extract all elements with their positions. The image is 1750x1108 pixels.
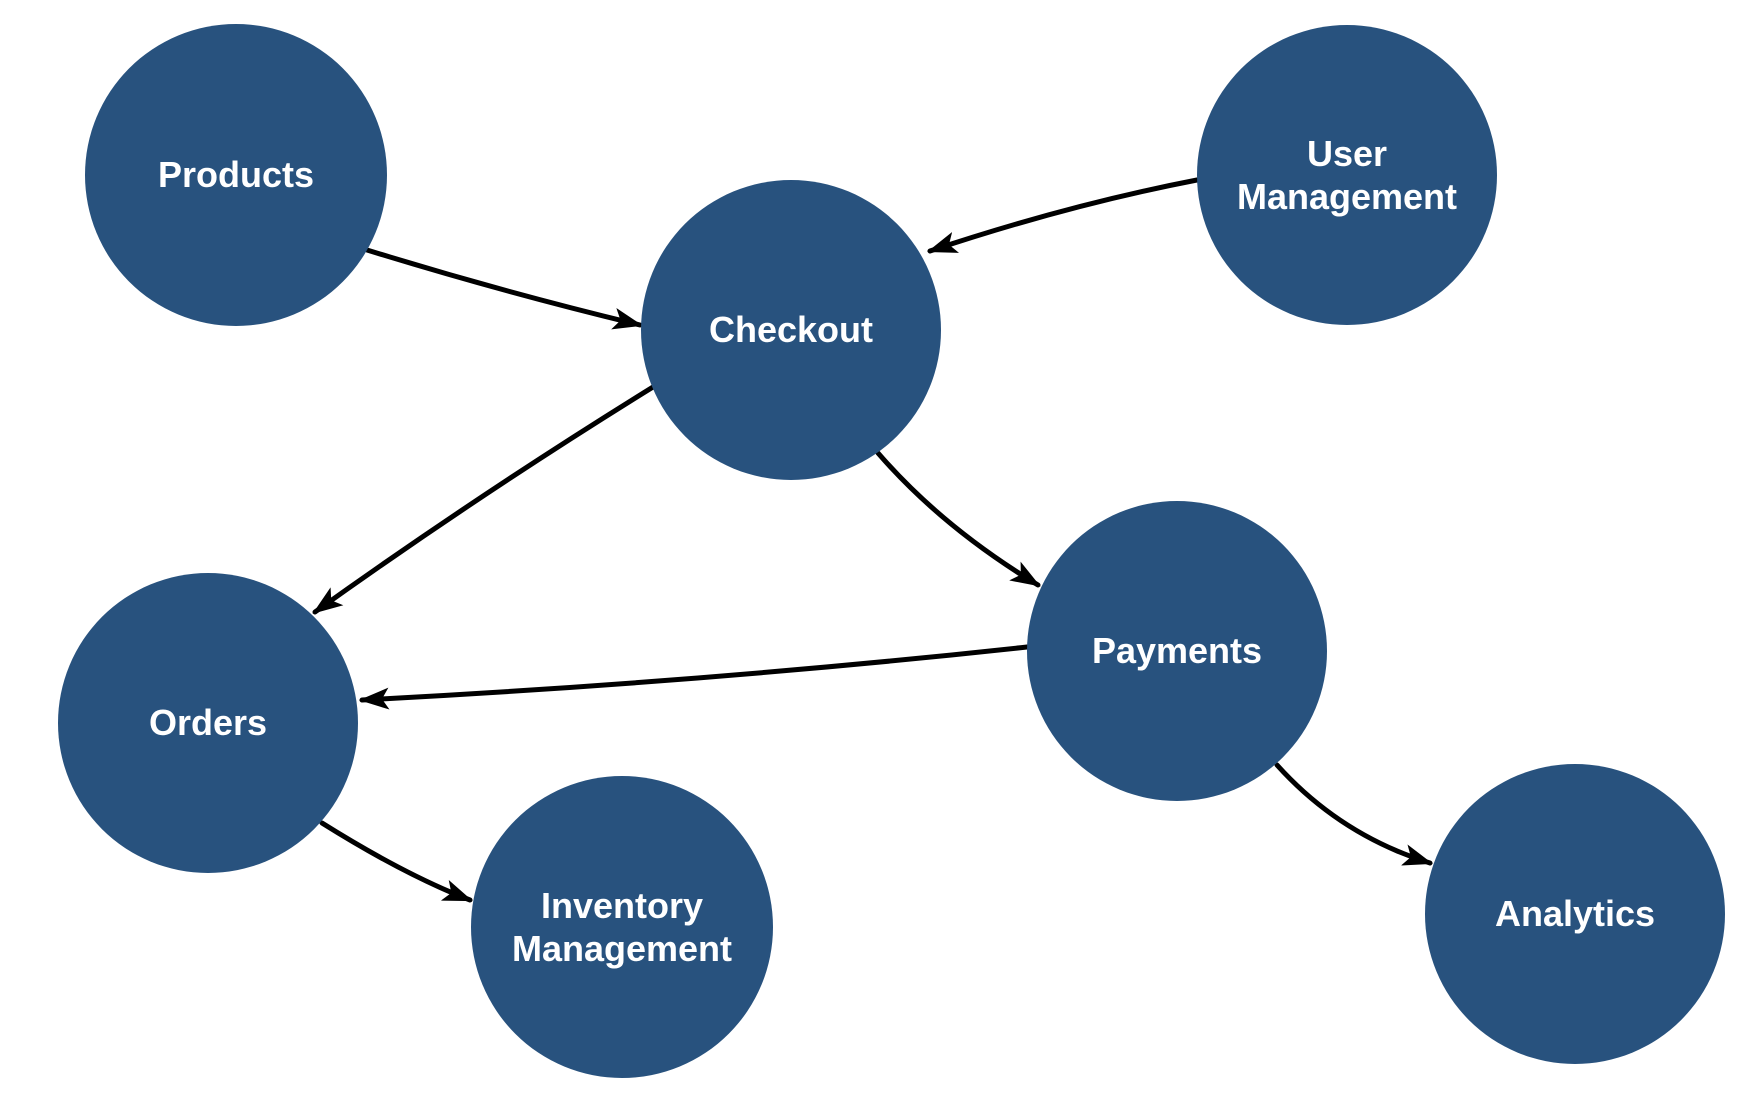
edge-checkout-to-payments [875, 450, 1041, 588]
edge-user-management-to-checkout [927, 177, 1200, 254]
edge-payments-to-orders [359, 644, 1030, 710]
node-analytics[interactable]: Analytics [1425, 764, 1725, 1064]
edge-orders-to-inventory-management [319, 820, 473, 903]
edge-payments-to-analytics [1274, 762, 1433, 866]
node-payments[interactable]: Payments [1027, 501, 1327, 801]
node-analytics-label: Analytics [1494, 893, 1656, 935]
node-payments-label: Payments [1091, 630, 1263, 672]
node-checkout[interactable]: Checkout [641, 180, 941, 480]
edge-products-to-checkout [364, 247, 643, 330]
node-user-management-label: User Management [1236, 132, 1458, 217]
node-user-management[interactable]: User Management [1197, 25, 1497, 325]
node-orders[interactable]: Orders [58, 573, 358, 873]
node-checkout-label: Checkout [708, 309, 874, 351]
node-orders-label: Orders [148, 702, 268, 744]
node-inventory-management[interactable]: Inventory Management [471, 776, 773, 1078]
node-inventory-management-label: Inventory Management [511, 884, 733, 969]
node-products[interactable]: Products [85, 24, 387, 326]
node-products-label: Products [157, 154, 315, 196]
edge-checkout-to-orders [312, 384, 656, 615]
